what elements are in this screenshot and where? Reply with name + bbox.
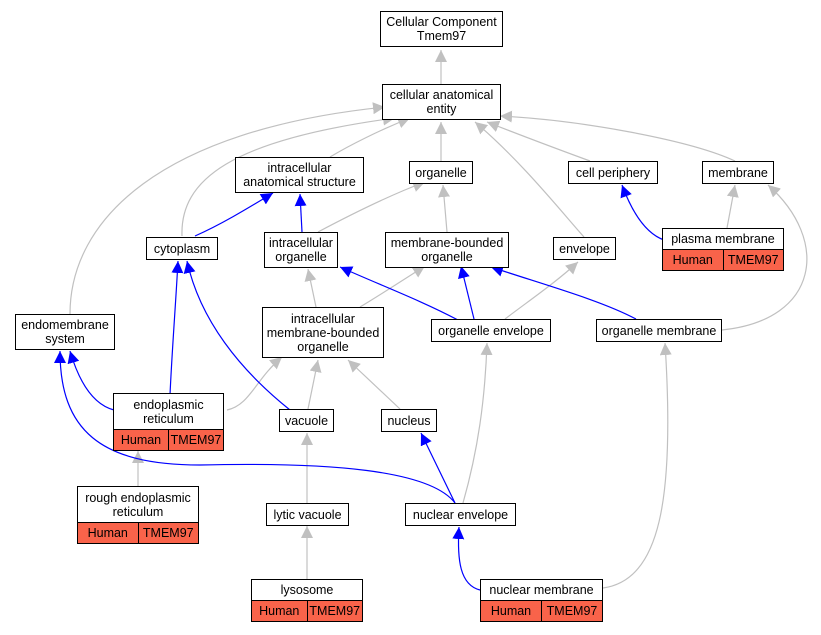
edge-endomem-cae bbox=[69, 102, 386, 315]
node-organelle-membrane[interactable]: organelle membrane bbox=[596, 319, 722, 342]
edge-ias-cae bbox=[329, 116, 411, 158]
node-intracellular-membrane-bounded-organelle[interactable]: intracellular membrane-bounded organelle bbox=[262, 307, 384, 358]
node-label: nuclear membrane bbox=[489, 583, 594, 597]
annotation-row: Human TMEM97 bbox=[78, 522, 198, 543]
gene-cell: TMEM97 bbox=[306, 601, 363, 621]
species-cell: Human bbox=[259, 604, 300, 618]
node-organelle-envelope[interactable]: organelle envelope bbox=[431, 319, 551, 342]
node-intracellular-organelle[interactable]: intracellular organelle bbox=[264, 232, 338, 268]
node-vacuole[interactable]: vacuole bbox=[279, 409, 334, 432]
edge-orgenv-mbo bbox=[458, 265, 475, 320]
edge-orgmem-mbo bbox=[490, 265, 637, 320]
node-rough-endoplasmic-reticulum[interactable]: rough endoplasmic reticulum Human TMEM97 bbox=[77, 486, 199, 544]
node-endoplasmic-reticulum[interactable]: endoplasmic reticulum Human TMEM97 bbox=[113, 393, 224, 451]
node-nuclear-envelope[interactable]: nuclear envelope bbox=[405, 503, 516, 526]
node-intracellular-anatomical-structure[interactable]: intracellular anatomical structure bbox=[235, 157, 364, 193]
edge-cytoplasm-cae bbox=[181, 113, 396, 237]
edge-vacuole-imbo bbox=[307, 359, 322, 410]
species-cell: Human bbox=[490, 604, 532, 618]
node-membrane[interactable]: membrane bbox=[702, 161, 774, 184]
edge-nucenv-nucleus bbox=[420, 432, 456, 504]
edge-orgmem-membrane bbox=[721, 184, 808, 331]
node-label: endoplasmic reticulum bbox=[133, 397, 204, 426]
node-lysosome[interactable]: lysosome Human TMEM97 bbox=[251, 579, 363, 622]
edge-er-imbo bbox=[226, 356, 283, 411]
edge-nucenv-endomem bbox=[54, 350, 456, 504]
node-cellular-component-tmem97[interactable]: Cellular Component Tmem97 bbox=[380, 11, 503, 47]
node-nucleus[interactable]: nucleus bbox=[381, 409, 437, 432]
edge-mbo-organelle bbox=[438, 184, 450, 233]
node-endomembrane-system[interactable]: endomembrane system bbox=[15, 314, 115, 350]
edge-cytoplasm-ias bbox=[194, 192, 274, 237]
node-cellular-anatomical-entity[interactable]: cellular anatomical entity bbox=[382, 84, 501, 120]
edge-cellperiph-cae bbox=[486, 120, 591, 162]
node-membrane-bounded-organelle[interactable]: membrane-bounded organelle bbox=[385, 232, 509, 268]
node-label: lysosome bbox=[280, 583, 334, 597]
node-cell-periphery[interactable]: cell periphery bbox=[568, 161, 658, 184]
edge-plasma-cellperiph bbox=[620, 184, 665, 241]
edge-er-endomem bbox=[67, 350, 115, 411]
annotation-row: Human TMEM97 bbox=[481, 600, 602, 621]
edge-intraorg-organelle bbox=[317, 180, 426, 233]
node-label: rough endoplasmic reticulum bbox=[85, 490, 191, 519]
gene-cell: TMEM97 bbox=[722, 250, 784, 270]
species-cell: Human bbox=[672, 253, 713, 267]
edge-plasma-membrane bbox=[726, 184, 739, 229]
edge-nucmem-nucenv bbox=[452, 526, 481, 591]
annotation-row: Human TMEM97 bbox=[663, 249, 783, 270]
node-envelope[interactable]: envelope bbox=[553, 237, 616, 260]
species-cell: Human bbox=[87, 526, 128, 540]
edge-imbo-intraorg bbox=[304, 268, 317, 308]
node-plasma-membrane[interactable]: plasma membrane Human TMEM97 bbox=[662, 228, 784, 271]
node-organelle[interactable]: organelle bbox=[409, 161, 473, 184]
gene-cell: TMEM97 bbox=[137, 523, 199, 543]
edge-orgenv-envelope bbox=[504, 261, 579, 320]
edge-membrane-cae bbox=[499, 110, 736, 162]
species-cell: Human bbox=[120, 433, 162, 447]
node-label: plasma membrane bbox=[671, 232, 775, 246]
annotation-row: Human TMEM97 bbox=[252, 600, 362, 621]
edge-orgenv-intraorg bbox=[339, 266, 459, 321]
edge-nucenv-orgenv bbox=[462, 342, 493, 504]
edge-imbo-mbo bbox=[359, 265, 426, 308]
edge-er-cytoplasm bbox=[169, 260, 184, 396]
annotation-row: Human TMEM97 bbox=[114, 429, 223, 450]
gene-cell: TMEM97 bbox=[541, 601, 602, 621]
edge-nucmem-orgmem bbox=[602, 342, 672, 589]
edge-vacuole-cytoplasm bbox=[183, 260, 291, 411]
node-nuclear-membrane[interactable]: nuclear membrane Human TMEM97 bbox=[480, 579, 603, 622]
node-cytoplasm[interactable]: cytoplasm bbox=[146, 237, 218, 260]
node-lytic-vacuole[interactable]: lytic vacuole bbox=[266, 503, 349, 526]
gene-cell: TMEM97 bbox=[168, 430, 223, 450]
edge-envelope-cae bbox=[474, 121, 585, 238]
edge-nucleus-imbo bbox=[347, 359, 401, 410]
edge-intraorg-ias bbox=[294, 193, 307, 233]
